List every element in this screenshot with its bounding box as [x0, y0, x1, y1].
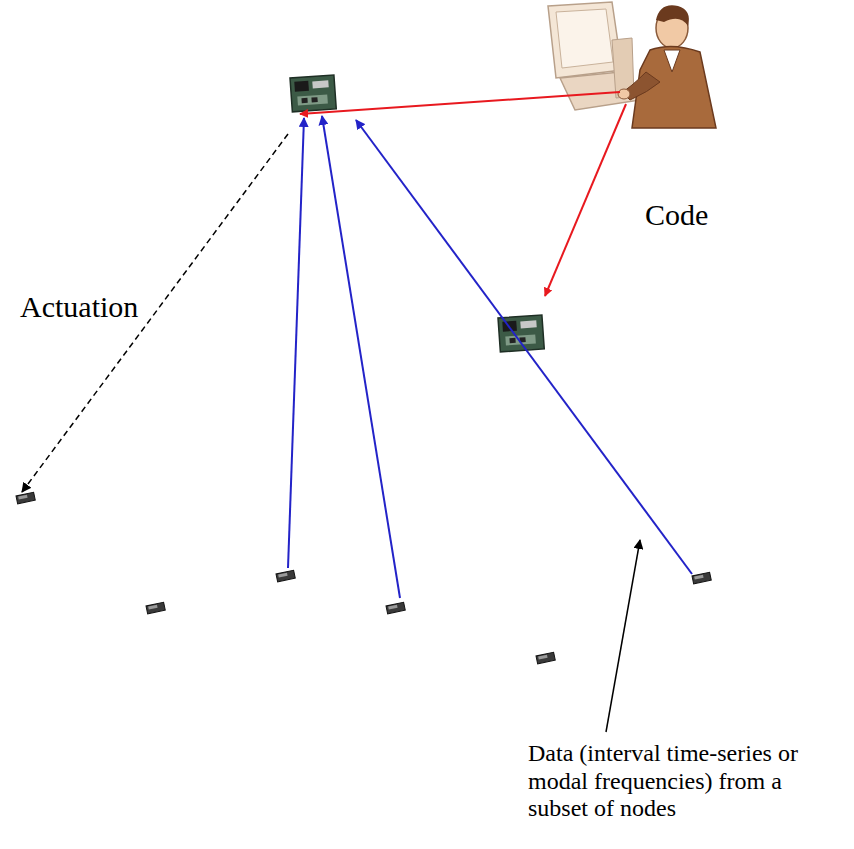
chip-row	[297, 94, 328, 105]
connector	[520, 320, 536, 328]
connector	[312, 80, 328, 88]
gateway-board	[290, 75, 336, 112]
data-arrow	[288, 118, 304, 568]
mote-top	[538, 655, 547, 660]
mote-body	[692, 572, 711, 584]
chip	[294, 81, 309, 92]
mote-body	[276, 570, 295, 582]
mote-body	[16, 492, 35, 504]
mote-body	[536, 652, 555, 664]
sensor-mote	[16, 492, 35, 504]
mote-top	[278, 573, 287, 578]
mote-body	[146, 602, 165, 614]
collar	[664, 50, 680, 72]
sensor-mote	[536, 652, 555, 664]
mote-top	[18, 495, 27, 500]
mote-body	[386, 602, 405, 614]
sensor-mote	[276, 570, 295, 582]
mote-top	[148, 605, 157, 610]
code-arrow	[545, 104, 626, 296]
data-label: Data (interval time-series or modal freq…	[526, 740, 848, 823]
chip	[509, 338, 515, 343]
sensor-motes	[16, 492, 711, 664]
hair	[656, 5, 689, 26]
sensor-mote	[692, 572, 711, 584]
board-body	[290, 75, 336, 112]
chip	[301, 98, 307, 103]
mote-top	[694, 575, 703, 580]
code-arrow	[300, 92, 620, 114]
actuation-label: Actuation	[18, 290, 140, 325]
sensor-mote	[146, 602, 165, 614]
sensor-mote	[386, 602, 405, 614]
user-at-computer	[548, 2, 716, 128]
monitor-screen	[556, 9, 613, 68]
data-arrow	[322, 116, 400, 598]
data-arrow	[356, 120, 692, 574]
code-label: Code	[643, 198, 710, 233]
hand	[618, 89, 630, 99]
chip	[311, 97, 317, 102]
mote-top	[388, 605, 397, 610]
monitor	[548, 2, 622, 78]
leader-arrow	[606, 540, 640, 732]
